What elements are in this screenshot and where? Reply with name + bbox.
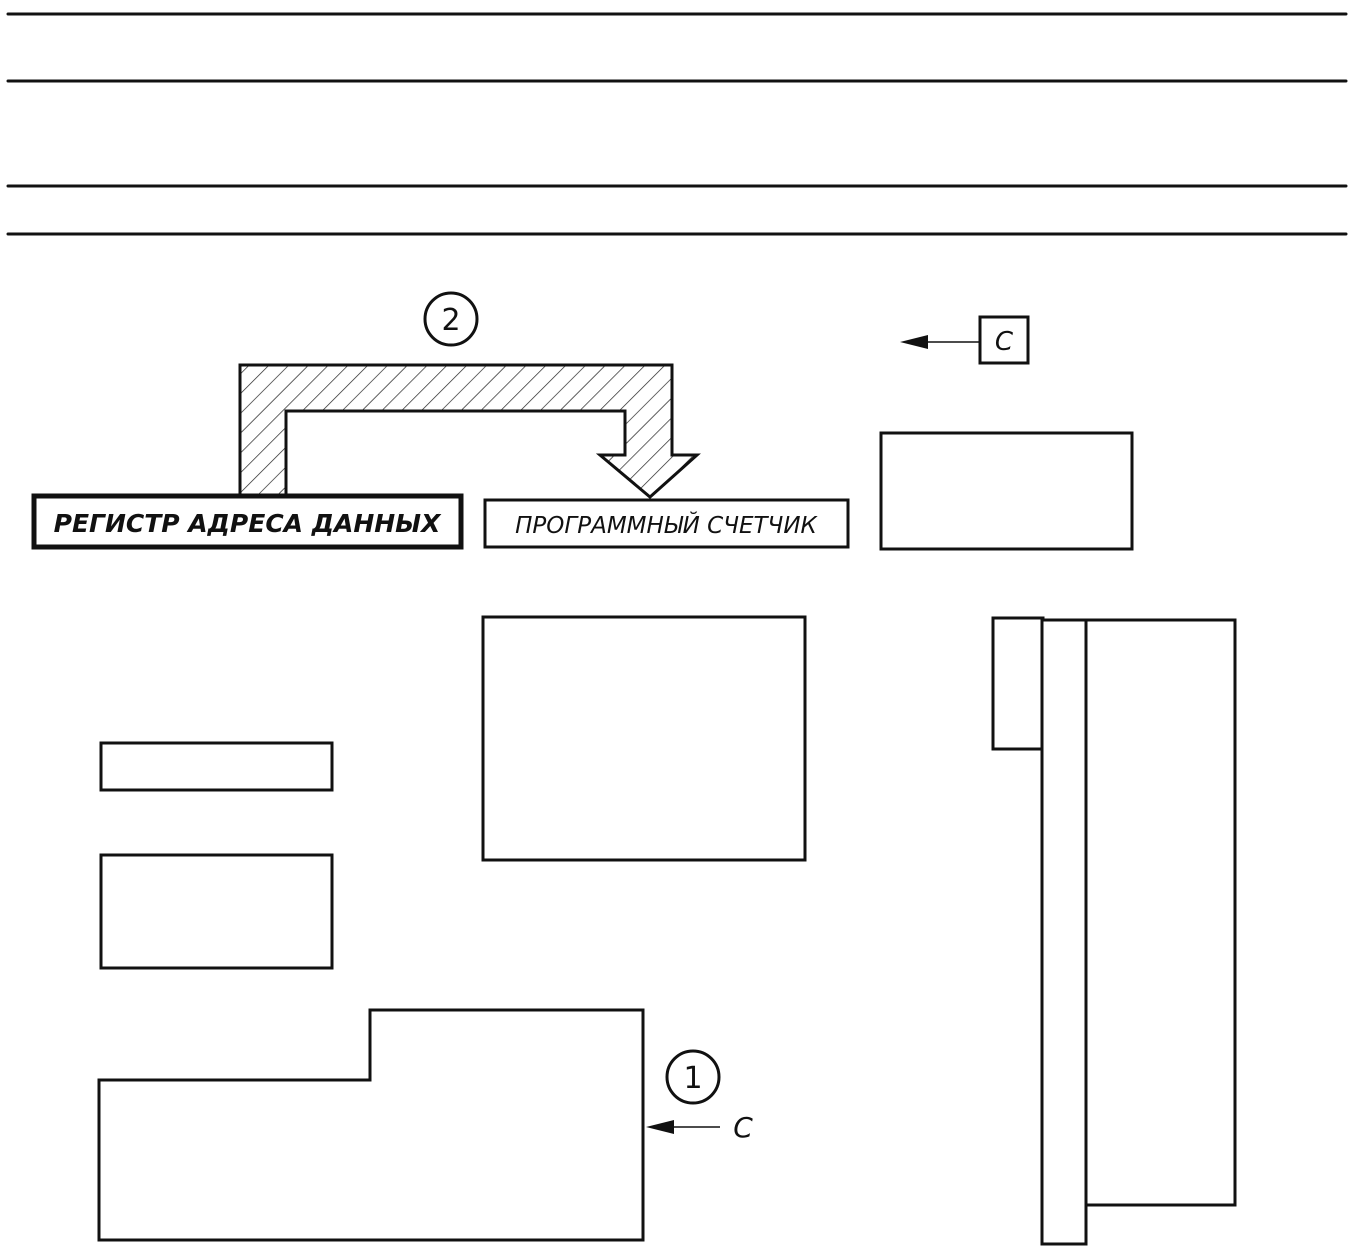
program-counter: ПРОГРАММНЫЙ СЧЕТЧИК [483,498,850,549]
marker-2: 2 [423,291,479,347]
bus-lines [6,12,1348,236]
data-address-register: РЕГИСТР АДРЕСА ДАННЫХ [31,493,464,550]
marker-1-label: 1 [683,1061,702,1096]
program-counter-label: ПРОГРАММНЫЙ СЧЕТЧИК [515,511,818,539]
block-center [481,615,807,862]
block-right-tab [991,616,1045,751]
block-top-right [879,431,1134,551]
block-right-main [1083,618,1237,1207]
marker-2-label: 2 [441,303,460,338]
block-right-column [1040,618,1088,1246]
c-input-bottom-label: C [733,1111,753,1144]
c-input-bottom: C [646,1111,753,1144]
c-input-top: C [900,315,1030,365]
block-bottom-stepped [97,1008,645,1242]
marker-1: 1 [665,1049,721,1105]
block-left-medium [99,853,334,970]
data-address-register-label: РЕГИСТР АДРЕСА ДАННЫХ [54,509,442,538]
block-left-small [99,741,334,792]
transfer-arrow-2 [238,363,701,499]
c-input-top-label: C [995,327,1014,357]
block-right-assembly [991,616,1237,1246]
